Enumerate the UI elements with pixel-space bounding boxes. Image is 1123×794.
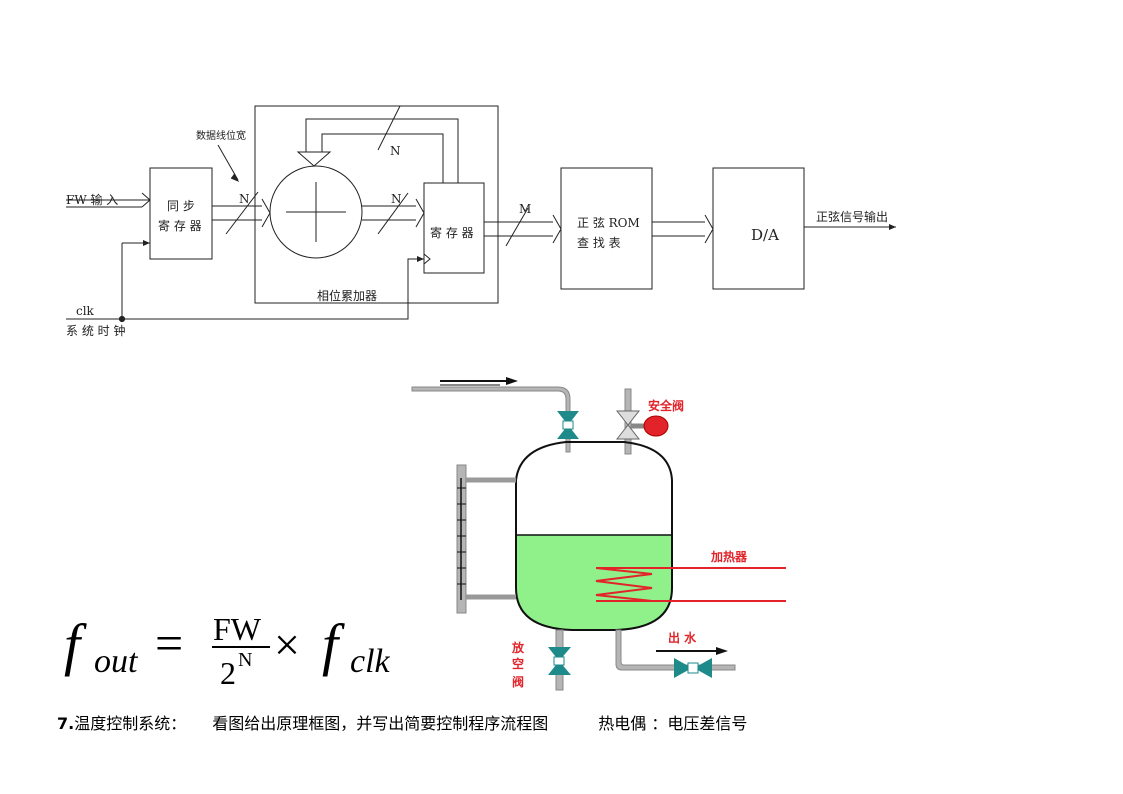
inlet-arrow [440,377,518,386]
tank-diagram [411,377,786,691]
clock-lines [66,240,424,323]
formula-out-subscript: out [94,643,139,680]
question-title: 温度控制系统： [74,714,187,733]
register-label: 寄 存 器 [430,225,474,240]
formula-times: × [274,619,300,670]
da-label: D/A [751,226,779,244]
sync-register-box [149,167,213,260]
bus-width-n2: N [390,144,401,158]
dds-frequency-formula: f out = FW 2 N × f clk [64,611,391,691]
question-caption: 7.温度控制系统： 看图给出原理框图，并写出简要控制程序流程图 热电偶 ：电压差信号 [57,710,1097,734]
outlet-valve-icon [674,658,712,678]
inlet-pipe [411,386,571,453]
heater-label: 加热器 [710,549,748,564]
da-box [712,167,805,290]
vent-valve-icon [548,647,571,675]
safety-valve-label: 安全阀 [648,398,684,413]
question-task: 看图给出原理框图，并写出简要控制程序流程图 [212,714,549,733]
tank-body [515,441,673,631]
safety-valve-icon [615,410,669,440]
formula-clk-subscript: clk [350,643,391,680]
tank-water [516,535,672,630]
bus-width-m: M [519,202,531,216]
sensor-note: 热电偶 ：电压差信号 [598,714,748,733]
formula-numerator: FW [213,611,262,647]
accumulator-label: 相位累加器 [317,288,377,303]
formula-denominator-exp: N [238,649,252,671]
formula-f-2: f [322,612,345,677]
sync-register-label-1: 同 步 [167,199,195,213]
accumulator-frame [254,105,499,304]
formula-denominator-base: 2 [220,655,236,691]
outlet-pipe [615,629,736,671]
bus-width-n1: N [239,192,250,206]
register-box [423,182,485,274]
rom-label-2: 查 找 表 [577,236,621,250]
data-bus-label: 数据线位宽 [196,129,246,142]
rom-label-1: 正 弦 ROM [577,215,640,230]
sine-output-label: 正弦信号输出 [816,209,888,224]
system-clock-label: 系 统 时 钟 [66,323,125,338]
outlet-label: 出 水 [668,630,697,645]
vent-valve-label-2: 空 [512,656,524,671]
adder-circle [269,165,363,259]
sync-register-label-2: 寄 存 器 [158,218,202,233]
heater-coil [595,567,786,602]
bus-width-n3: N [391,192,402,206]
level-gauge [456,464,516,614]
sine-rom-box [560,167,653,290]
clk-label: clk [76,304,95,318]
question-number: 7. [57,714,75,733]
bus-rom-to-da [652,214,714,244]
formula-equals: = [155,615,183,671]
vent-valve-label-1: 放 [511,640,525,655]
fw-input-label: FW 输 入 [66,192,118,207]
inlet-valve-icon [557,411,579,439]
dds-block-diagram [66,105,896,323]
formula-f: f [64,612,87,677]
feedback-loop [296,105,459,183]
vent-valve-label-3: 阀 [512,675,524,689]
outlet-arrow [656,647,728,655]
